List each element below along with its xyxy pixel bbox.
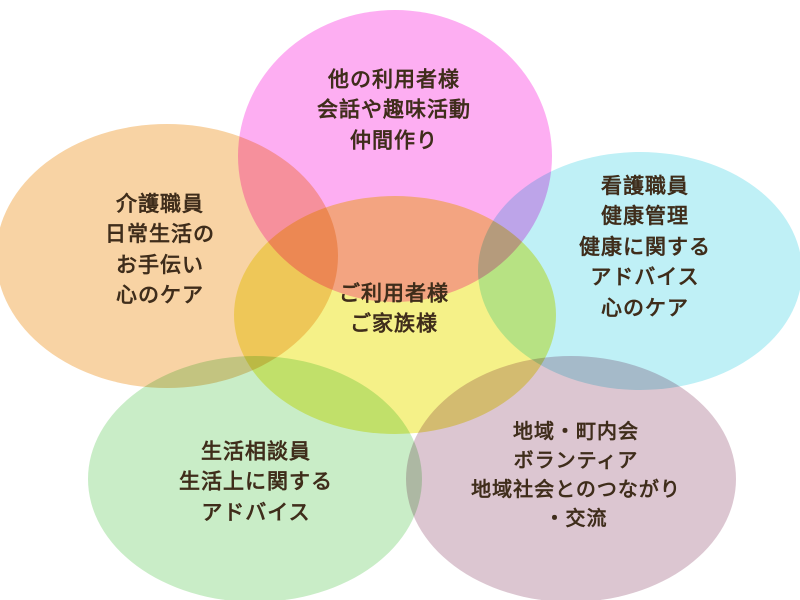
ellipse-users-and-family (234, 196, 556, 434)
